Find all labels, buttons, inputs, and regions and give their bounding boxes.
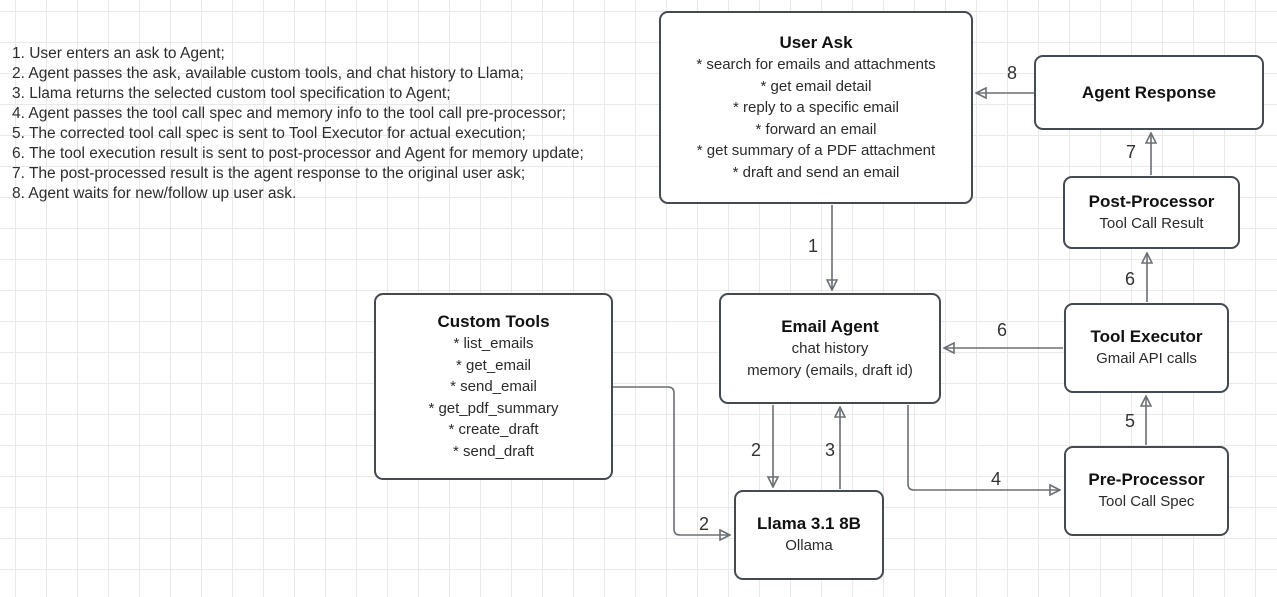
edge-label-2-email-agent: 2 [750, 440, 762, 460]
node-email-agent[interactable]: Email Agent chat history memory (emails,… [719, 293, 941, 404]
edge-label-2-custom-tools: 2 [698, 514, 710, 534]
edge-label-1: 1 [807, 236, 819, 256]
node-tool-executor-subtitle: Gmail API calls [1096, 350, 1197, 368]
edge-label-6-vertical: 6 [1124, 269, 1136, 289]
edge-label-5: 5 [1124, 411, 1136, 431]
workflow-notes: 1. User enters an ask to Agent; 2. Agent… [12, 45, 584, 202]
edge-label-6-horizontal: 6 [996, 320, 1008, 340]
node-email-agent-items: chat history memory (emails, draft id) [747, 340, 913, 379]
node-pre-processor-subtitle: Tool Call Spec [1098, 493, 1195, 511]
node-email-agent-title: Email Agent [781, 317, 879, 336]
node-custom-tools-items: * list_emails * get_email * send_email *… [428, 335, 559, 460]
edge-label-3: 3 [824, 440, 836, 460]
edge-label-4: 4 [990, 469, 1002, 489]
node-tool-executor[interactable]: Tool Executor Gmail API calls [1064, 303, 1229, 393]
node-custom-tools[interactable]: Custom Tools * list_emails * get_email *… [374, 293, 613, 480]
node-llama[interactable]: Llama 3.1 8B Ollama [734, 490, 884, 580]
edge-2-custom-tools-to-llama[interactable] [613, 386, 730, 535]
node-custom-tools-title: Custom Tools [437, 312, 550, 331]
node-post-processor-title: Post-Processor [1088, 191, 1215, 211]
node-user-ask-items: * search for emails and attachments * ge… [696, 56, 936, 181]
node-post-processor[interactable]: Post-Processor Tool Call Result [1063, 176, 1240, 249]
node-agent-response[interactable]: Agent Response [1034, 55, 1264, 130]
node-llama-title: Llama 3.1 8B [757, 514, 861, 534]
node-user-ask[interactable]: User Ask * search for emails and attachm… [659, 11, 973, 204]
node-post-processor-subtitle: Tool Call Result [1099, 214, 1204, 232]
node-agent-response-title: Agent Response [1081, 82, 1217, 102]
node-user-ask-title: User Ask [779, 33, 853, 52]
node-llama-subtitle: Ollama [785, 537, 833, 555]
edge-label-8: 8 [1006, 63, 1018, 83]
edge-4-email-agent-to-pre-processor[interactable] [907, 405, 1060, 490]
node-pre-processor-title: Pre-Processor [1088, 470, 1205, 490]
node-pre-processor[interactable]: Pre-Processor Tool Call Spec [1064, 446, 1229, 536]
node-tool-executor-title: Tool Executor [1090, 327, 1203, 347]
edge-label-7: 7 [1125, 142, 1137, 162]
